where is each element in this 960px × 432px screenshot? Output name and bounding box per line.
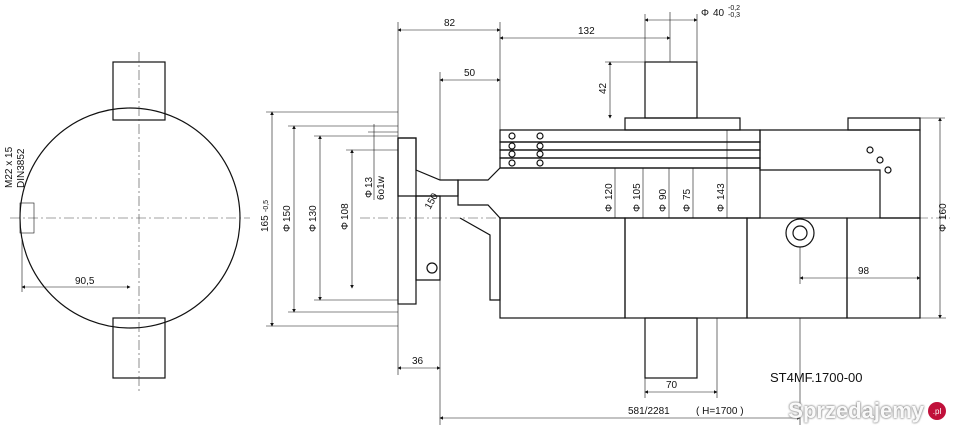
part-number: ST4MF.1700-00 xyxy=(770,370,863,385)
watermark-text: Sprzedajemy xyxy=(788,398,924,423)
watermark: Sprzedajemy .pl xyxy=(788,398,946,424)
stroke-label: 581/2281 xyxy=(628,406,670,417)
top-pin-section xyxy=(644,61,698,119)
dim-82: 82 xyxy=(444,18,456,29)
dim-150-mount: 150 xyxy=(423,191,441,211)
seals-left xyxy=(508,132,544,167)
bottom-eye xyxy=(785,218,815,248)
lower-body-right xyxy=(746,217,848,319)
pin-tol-lower: -0,3 xyxy=(728,12,740,19)
lower-head xyxy=(846,217,921,319)
lower-body-mid xyxy=(624,217,748,319)
svg-text:Φ: Φ xyxy=(658,204,669,212)
head-section xyxy=(759,129,921,219)
svg-text:Φ: Φ xyxy=(716,204,727,212)
svg-text:Φ: Φ xyxy=(604,204,615,212)
svg-text:Φ: Φ xyxy=(308,224,319,232)
dim-70: 70 xyxy=(666,380,678,391)
dim-108: 108 xyxy=(340,203,351,220)
dim-90: 90 xyxy=(658,188,669,200)
dim-6: 6o1w xyxy=(376,175,387,200)
dim-160: 160 xyxy=(938,203,949,220)
stroke-h-label: ( H=1700 ) xyxy=(696,406,744,417)
dim-105: 105 xyxy=(632,183,643,200)
dim-50: 50 xyxy=(464,68,476,79)
side-view: 90,5 M22 x 15 DIN3852 xyxy=(4,52,250,392)
bottom-pin xyxy=(644,317,698,379)
port-boss xyxy=(19,202,35,234)
svg-text:Φ: Φ xyxy=(938,224,949,232)
dim-150: 150 xyxy=(282,205,293,222)
dim-75: 75 xyxy=(682,188,693,200)
port-offset-label: 90,5 xyxy=(75,276,95,287)
trunnion-ring xyxy=(624,117,741,131)
dim-165: 165 xyxy=(260,215,271,232)
dim-42: 42 xyxy=(598,82,609,94)
lower-body-left xyxy=(499,217,626,319)
dim-13: 13 xyxy=(364,176,375,188)
port-standard-label: DIN3852 xyxy=(16,148,27,188)
svg-text:Φ: Φ xyxy=(682,204,693,212)
watermark-badge: .pl xyxy=(928,402,946,420)
port-thread-label: M22 x 15 xyxy=(4,146,15,188)
bleed-screw xyxy=(426,262,438,274)
dim-120: 120 xyxy=(604,183,615,200)
pin-tol-upper: -0,2 xyxy=(728,5,740,12)
svg-text:Φ: Φ xyxy=(701,8,709,19)
svg-text:Φ: Φ xyxy=(340,222,351,230)
section-view xyxy=(360,61,950,379)
mount-flange xyxy=(397,137,417,305)
seals-right xyxy=(866,146,892,174)
svg-text:Φ: Φ xyxy=(282,224,293,232)
dim-130: 130 xyxy=(308,205,319,222)
dim-143: 143 xyxy=(716,183,727,200)
svg-text:Φ: Φ xyxy=(632,204,643,212)
dim-98: 98 xyxy=(858,266,870,277)
dim-36: 36 xyxy=(412,356,424,367)
stage-4 xyxy=(499,157,761,169)
dimensions: 82 132 50 42 Φ 40 -0,2 -0,3 165 -0,5 Φ 1… xyxy=(260,5,949,425)
svg-text:Φ: Φ xyxy=(364,190,375,198)
flange-section-top xyxy=(397,137,459,197)
dim-165-tol: -0,5 xyxy=(263,200,270,212)
stage-1 xyxy=(499,129,761,143)
dim-132: 132 xyxy=(578,26,595,37)
dim-pin-40: 40 xyxy=(713,8,725,19)
